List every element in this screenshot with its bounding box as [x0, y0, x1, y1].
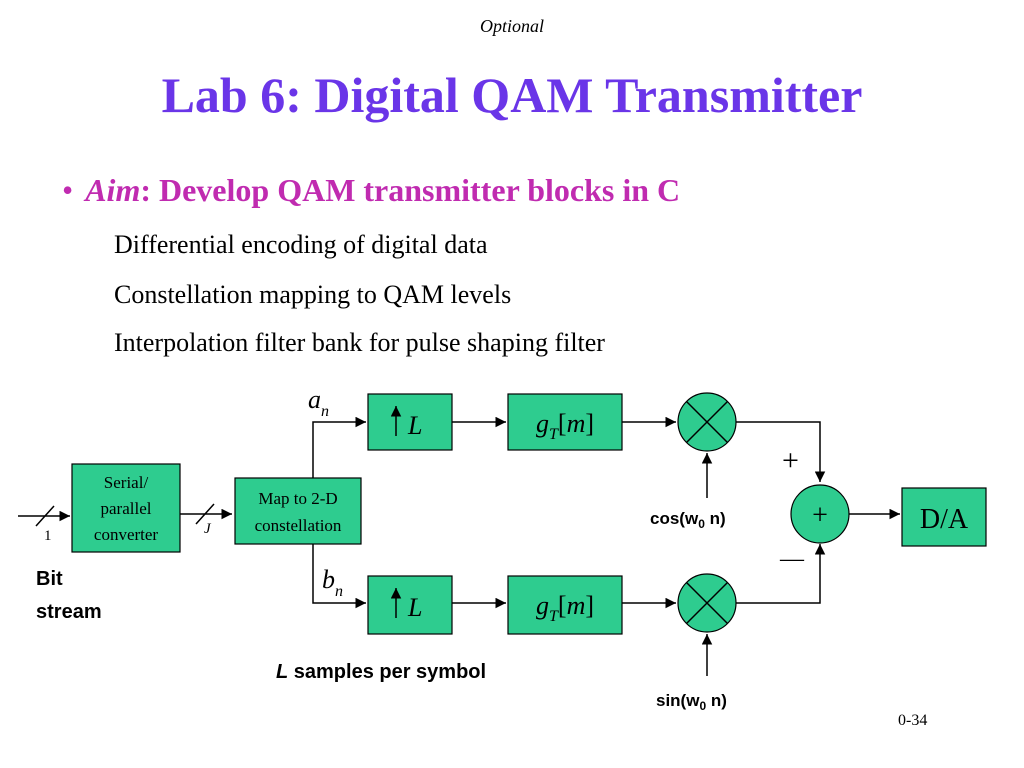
- lower-mixer-to-sum-line: [736, 544, 826, 604]
- sub-item-constellation-mapping: Constellation mapping to QAM levels: [114, 280, 512, 309]
- aim-label: Aim: [85, 172, 141, 208]
- a-n-label: an: [308, 385, 329, 420]
- bus-width-label: J: [204, 521, 212, 537]
- lower-branch-line: [312, 544, 366, 609]
- serial-label-line2: parallel: [101, 499, 152, 518]
- serial-label-line1: Serial/: [104, 473, 149, 492]
- optional-label: Optional: [479, 16, 544, 36]
- lower-filter-label: gT[m]: [536, 591, 594, 625]
- lower-mixer-cross-2: [685, 581, 729, 625]
- sin-carrier-label: sin(w0 n): [656, 691, 727, 713]
- mapper-label-line1: Map to 2-D: [258, 489, 337, 508]
- serial-parallel-converter-block: [71, 463, 181, 553]
- upper-mixer-cross-2: [685, 400, 729, 444]
- sub-item-differential-encoding: Differential encoding of digital data: [114, 230, 488, 259]
- mapper-label-line2: constellation: [255, 516, 342, 535]
- plus-sign-label: +: [782, 444, 799, 477]
- lower-upsample-factor: L: [407, 593, 422, 622]
- bit-stream-label-line2: stream: [36, 601, 102, 623]
- page-title: Lab 6: Digital QAM Transmitter: [161, 67, 863, 123]
- samples-per-symbol-label: L samples per symbol: [276, 661, 486, 683]
- lower-upsampler-block: [367, 575, 453, 635]
- da-label: D/A: [920, 504, 969, 535]
- upper-filter-label: gT[m]: [536, 409, 594, 443]
- bus-slash: [195, 503, 215, 525]
- upper-upsampler-block: [367, 393, 453, 451]
- bullet-glyph: •: [62, 172, 74, 208]
- page-number: 0-34: [898, 712, 928, 729]
- input-width-label: 1: [44, 528, 52, 544]
- da-converter-block: [901, 487, 987, 547]
- upper-branch-line: [312, 416, 366, 478]
- summer-sign: +: [812, 500, 828, 531]
- serial-label-line3: converter: [94, 525, 159, 544]
- lower-pulse-filter-block: [507, 575, 623, 635]
- upper-upsample-factor: L: [407, 411, 422, 440]
- aim-text: : Develop QAM transmitter blocks in C: [140, 172, 681, 208]
- input-slash: [35, 505, 55, 527]
- upper-mixer-to-sum-line: [736, 421, 826, 482]
- b-n-label: bn: [322, 565, 343, 600]
- aim-bullet-point: • Aim: Develop QAM transmitter blocks in …: [62, 172, 680, 209]
- bit-stream-label-line1: Bit: [36, 568, 63, 590]
- cos-carrier-label: cos(w0 n): [650, 509, 726, 531]
- sub-item-interpolation-filter: Interpolation filter bank for pulse shap…: [114, 328, 605, 357]
- constellation-mapper-block: [234, 477, 362, 545]
- upper-pulse-filter-block: [507, 393, 623, 451]
- minus-sign-label: —: [779, 546, 805, 572]
